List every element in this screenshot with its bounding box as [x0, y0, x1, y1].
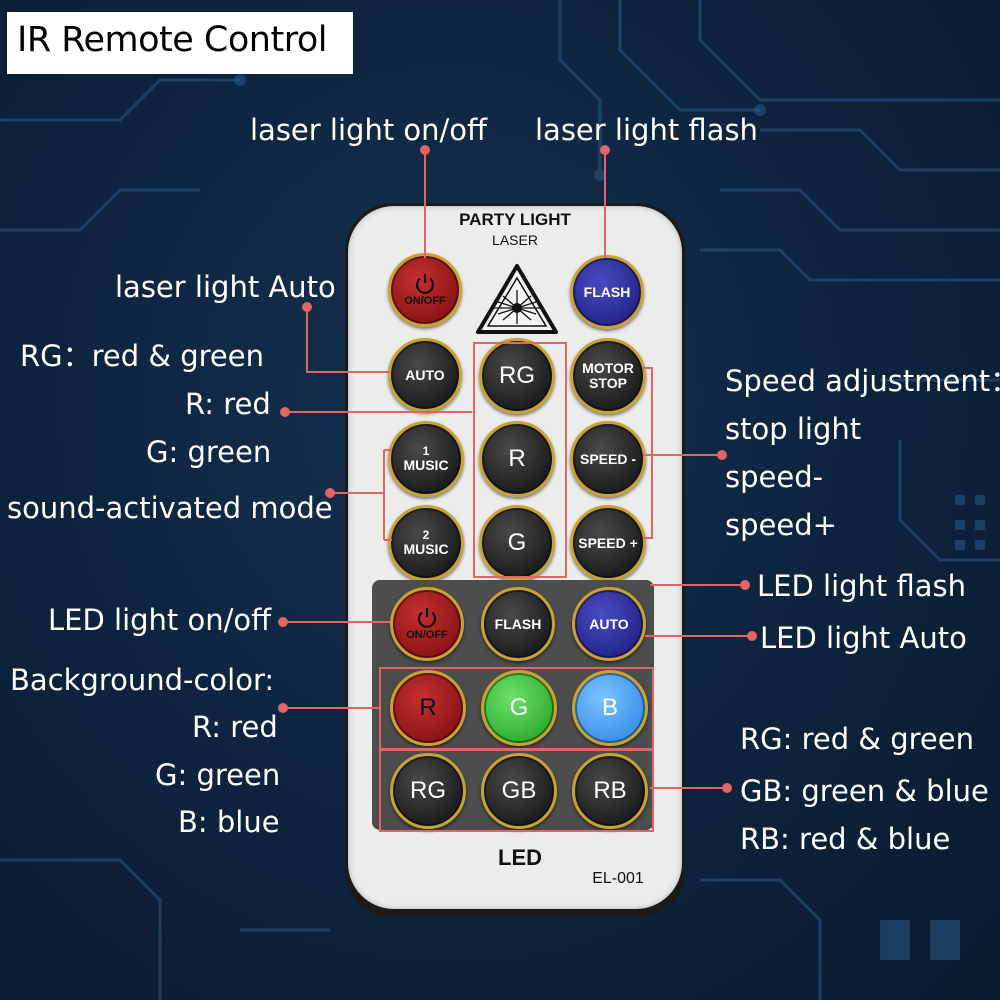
power-icon	[417, 608, 437, 628]
music-2-button[interactable]: 2 MUSIC	[388, 505, 464, 581]
remote-footer: LED	[498, 845, 542, 870]
combo-gb-label: GB	[501, 777, 537, 805]
label-speed-adjustment: Speed adjustment：	[725, 364, 1000, 398]
laser-color-highlight-box	[473, 342, 567, 578]
bg-color-highlight-box	[379, 667, 654, 751]
label-rg-red-green: RG：red & green	[20, 339, 264, 373]
laser-g-button[interactable]: G	[479, 505, 555, 581]
laser-g-label: G	[507, 529, 527, 557]
music-1-button[interactable]: 1 MUSIC	[388, 421, 464, 497]
label-g-green: G: green	[146, 435, 272, 469]
laser-power-button[interactable]: ON/OFF	[388, 253, 462, 327]
label-speed-plus: speed+	[725, 508, 837, 542]
laser-auto-label: AUTO	[405, 366, 445, 383]
bg-red-label: R	[419, 694, 437, 722]
label-laser-flash: laser light flash	[535, 113, 758, 147]
combo-gb-button[interactable]: GB	[481, 753, 557, 829]
page-title: IR Remote Control	[17, 20, 327, 60]
speed-plus-button[interactable]: SPEED +	[570, 505, 646, 581]
label-led-flash: LED light flash	[757, 569, 967, 603]
label-rg-combo: RG: red & green	[740, 722, 974, 756]
label-laser-auto: laser light Auto	[115, 270, 336, 304]
music-2-label: MUSIC	[403, 540, 449, 557]
laser-r-label: R	[508, 445, 526, 473]
label-r-red: R: red	[185, 387, 271, 421]
speed-minus-label: SPEED -	[579, 450, 636, 467]
combo-rb-button[interactable]: RB	[572, 753, 648, 829]
label-rb-combo: RB: red & blue	[740, 822, 951, 856]
label-bg-b-blue: B: blue	[178, 805, 280, 839]
combo-color-highlight-box	[379, 748, 654, 832]
motor-label: MOTOR	[582, 360, 634, 377]
music-1-number: 1	[422, 444, 430, 459]
model-number: EL-001	[592, 870, 644, 887]
combo-rb-label: RB	[593, 777, 627, 805]
label-gb-combo: GB: green & blue	[740, 774, 989, 808]
bg-blue-button[interactable]: B	[572, 670, 648, 746]
label-laser-on-off: laser light on/off	[250, 113, 488, 147]
stop-label: STOP	[589, 375, 627, 391]
label-background-color: Background-color:	[10, 663, 275, 697]
power-icon	[415, 274, 435, 294]
remote-subheader: LASER	[492, 232, 538, 248]
speed-minus-button[interactable]: SPEED -	[570, 421, 646, 497]
remote-header: PARTY LIGHT	[459, 210, 571, 229]
laser-rg-label: RG	[499, 362, 535, 390]
led-power-label: ON/OFF	[406, 629, 448, 642]
music-1-label: MUSIC	[403, 456, 449, 473]
laser-rg-button[interactable]: RG	[479, 338, 555, 414]
label-stop-light: stop light	[725, 412, 862, 446]
title-banner: IR Remote Control	[7, 12, 353, 74]
label-led-auto: LED light Auto	[760, 621, 967, 655]
bg-green-label: G	[509, 694, 529, 722]
laser-flash-button[interactable]: FLASH	[570, 255, 644, 329]
laser-power-label: ON/OFF	[404, 295, 446, 308]
label-bg-r-red: R: red	[192, 710, 278, 744]
laser-r-button[interactable]: R	[479, 421, 555, 497]
label-led-on-off: LED light on/off	[48, 603, 272, 637]
laser-warning-icon	[476, 264, 558, 334]
led-flash-button[interactable]: FLASH	[481, 587, 555, 661]
speed-plus-label: SPEED +	[578, 534, 638, 551]
music-2-number: 2	[422, 528, 430, 543]
laser-flash-label: FLASH	[583, 283, 631, 300]
bg-red-button[interactable]: R	[390, 670, 466, 746]
label-bg-g-green: G: green	[155, 758, 281, 792]
bg-blue-label: B	[601, 694, 618, 722]
motor-stop-button[interactable]: MOTOR STOP	[570, 338, 646, 414]
led-power-button[interactable]: ON/OFF	[390, 587, 464, 661]
label-speed-minus: speed-	[725, 460, 824, 494]
bg-green-button[interactable]: G	[481, 670, 557, 746]
combo-rg-label: RG	[410, 777, 446, 805]
label-sound-mode: sound-activated mode	[7, 491, 333, 525]
led-auto-label: AUTO	[589, 615, 629, 632]
led-auto-button[interactable]: AUTO	[572, 587, 646, 661]
led-flash-label: FLASH	[494, 615, 542, 632]
combo-rg-button[interactable]: RG	[390, 753, 466, 829]
laser-auto-button[interactable]: AUTO	[388, 338, 462, 412]
